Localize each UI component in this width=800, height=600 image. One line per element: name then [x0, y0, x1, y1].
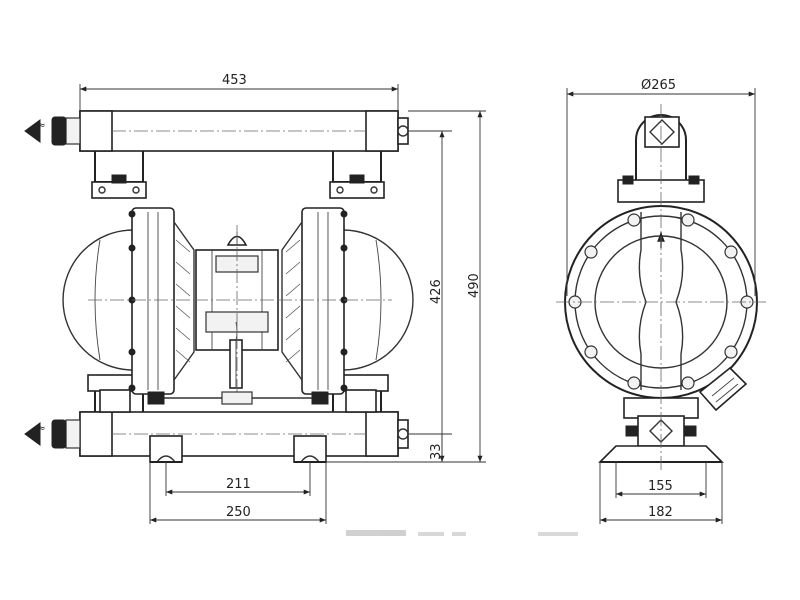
- dim-453: 453: [222, 73, 247, 88]
- dim-265: Ø265: [641, 78, 676, 93]
- side-view: [556, 104, 766, 470]
- side-air-fitting: [698, 366, 748, 412]
- base-feet: [149, 435, 327, 463]
- dim-211: 211: [226, 477, 251, 492]
- dim-426: 426: [429, 279, 444, 304]
- bottom-manifold: [65, 411, 409, 457]
- front-view: ≈ ≈: [24, 110, 414, 463]
- svg-text:≈: ≈: [38, 121, 46, 131]
- outlet-arrow-icon: ≈: [24, 116, 67, 146]
- top-manifold: [65, 110, 409, 152]
- left-chamber: [62, 207, 195, 395]
- side-dimensions: Ø265 155 182: [566, 78, 756, 524]
- right-chamber: [281, 207, 414, 395]
- left-upper-valve-block: [91, 181, 147, 199]
- svg-text:≈: ≈: [38, 424, 46, 434]
- front-dimensions: 453 426 490 33 211 250: [79, 73, 486, 524]
- center-air-valve: [194, 225, 282, 396]
- dim-182: 182: [648, 505, 673, 520]
- right-upper-valve-block: [329, 181, 385, 199]
- cropped-caption-remnant: [346, 530, 578, 536]
- dim-155: 155: [648, 479, 673, 494]
- dim-490: 490: [467, 273, 482, 298]
- dim-250: 250: [226, 505, 251, 520]
- bolts-upper: [98, 174, 378, 194]
- side-outlet-pipe: [617, 114, 705, 203]
- inlet-arrow-icon: ≈: [24, 419, 67, 449]
- dim-33: 33: [429, 443, 444, 460]
